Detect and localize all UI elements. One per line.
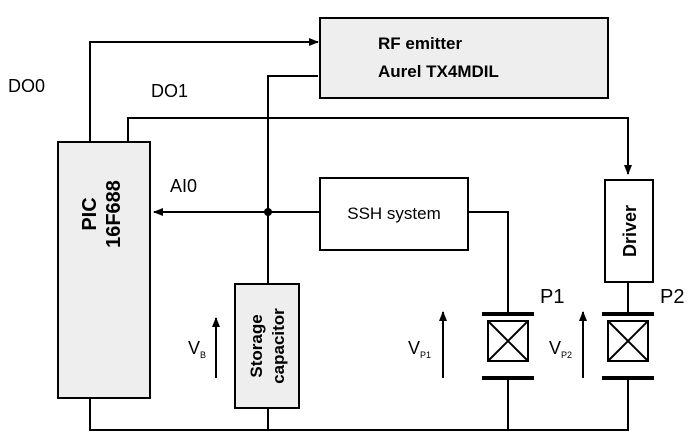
ssh-system-block: SSH system bbox=[319, 177, 469, 251]
storage-capacitor-block: Storage capacitor bbox=[234, 283, 300, 409]
rf-emitter-title: RF emitter bbox=[378, 34, 462, 53]
do1-label: DO1 bbox=[151, 81, 188, 101]
pic-label: PIC bbox=[79, 197, 101, 230]
rf-emitter-model: Aurel TX4MDIL bbox=[378, 62, 499, 81]
storage-label: Storage bbox=[247, 314, 266, 377]
driver-label: Driver bbox=[620, 205, 640, 257]
do0-wire bbox=[89, 38, 319, 142]
supply-wire bbox=[267, 75, 318, 284]
rf-emitter-block: RF emitter Aurel TX4MDIL bbox=[319, 17, 609, 99]
driver-block: Driver bbox=[604, 179, 654, 283]
pic-block: PIC 16F688 bbox=[57, 141, 151, 399]
p2-label: P2 bbox=[660, 286, 684, 308]
vp2-label: VP2 bbox=[549, 338, 572, 360]
vb-label: VB bbox=[188, 338, 206, 360]
ground-wire bbox=[89, 380, 629, 431]
ssh-p1-wire bbox=[468, 211, 509, 312]
p1-label: P1 bbox=[540, 286, 564, 308]
ai0-label: AI0 bbox=[170, 176, 197, 196]
piezo-p2 bbox=[602, 312, 654, 380]
capacitor-label: capacitor bbox=[269, 308, 288, 384]
do1-wire bbox=[127, 117, 632, 175]
ssh-system-label: SSH system bbox=[347, 204, 441, 223]
pic-model: 16F688 bbox=[103, 180, 125, 248]
vp1-label: VP1 bbox=[408, 338, 431, 360]
junction-dot bbox=[264, 208, 272, 216]
do0-label: DO0 bbox=[8, 76, 45, 96]
piezo-p1 bbox=[482, 312, 534, 380]
